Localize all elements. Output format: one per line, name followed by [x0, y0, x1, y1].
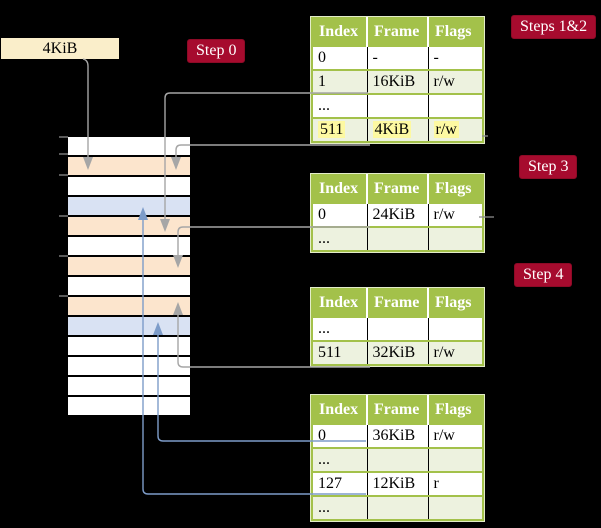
memory-row-plain: [68, 377, 190, 395]
frame-size-box: 4KiB: [1, 38, 119, 59]
table-row: 127 12KiB r: [312, 471, 483, 496]
table-row: 0 - -: [312, 45, 483, 70]
physical-memory-stack: [68, 137, 190, 417]
memory-row-plain: [68, 137, 190, 155]
column-header-index: Index: [312, 175, 367, 203]
memory-row-plain: [68, 237, 190, 255]
column-header-index: Index: [312, 289, 367, 317]
cell-flags: r: [433, 475, 439, 492]
table-row: ...: [312, 93, 483, 118]
step-label-0: Step 0: [187, 39, 246, 63]
cell-index: ...: [318, 499, 330, 516]
cell-flags: r/w: [433, 73, 455, 90]
table-row: ...: [312, 226, 483, 251]
table-row: 0 36KiB r/w: [312, 423, 483, 448]
cell-flags: -: [433, 49, 439, 66]
cell-index: 511: [318, 344, 342, 361]
cell-index: 0: [318, 49, 326, 66]
cell-index: 0: [318, 206, 326, 223]
page-table-2: Index Frame Flags 0 24KiB r/w ...: [311, 174, 484, 252]
cell-flags: r/w: [433, 121, 459, 138]
memory-row-plain: [68, 277, 190, 295]
page-table-3: Index Frame Flags ... 511 32KiB r/w: [311, 288, 484, 366]
cell-frame: 4KiB: [372, 121, 412, 138]
cell-flags: r/w: [433, 206, 455, 223]
cell-frame: 32KiB: [372, 344, 416, 361]
table-header-row: Index Frame Flags: [312, 396, 483, 424]
column-header-frame: Frame: [366, 18, 428, 46]
table-row: 0 24KiB r/w: [312, 202, 483, 227]
cell-index: ...: [318, 97, 330, 114]
memory-row-peach: [68, 157, 190, 175]
cell-index: ...: [318, 451, 330, 468]
table-row: ...: [312, 447, 483, 472]
column-header-frame: Frame: [366, 289, 428, 317]
page-table-1: Index Frame Flags 0 - - 1 16KiB r/w ... …: [311, 17, 484, 143]
column-header-flags: Flags: [427, 289, 483, 317]
page-table-4: Index Frame Flags 0 36KiB r/w ... 127 12…: [311, 395, 484, 521]
table-header-row: Index Frame Flags: [312, 18, 483, 46]
table-row: ...: [312, 495, 483, 520]
column-header-index: Index: [312, 18, 367, 46]
table-row: 1 16KiB r/w: [312, 69, 483, 94]
memory-row-peach: [68, 297, 190, 315]
memory-row-blue: [68, 317, 190, 335]
table-row: 511 32KiB r/w: [312, 340, 483, 365]
cell-index: ...: [318, 320, 330, 337]
table-header-row: Index Frame Flags: [312, 289, 483, 317]
memory-row-plain: [68, 357, 190, 375]
cell-frame: -: [372, 49, 378, 66]
column-header-index: Index: [312, 396, 367, 424]
cell-index: 0: [318, 427, 326, 444]
connector-t1-row511-to-frame: [171, 144, 370, 170]
cell-frame: 36KiB: [372, 427, 416, 444]
step-label-3: Step 3: [519, 155, 578, 179]
column-header-flags: Flags: [427, 175, 483, 203]
cell-index: 1: [318, 73, 326, 90]
stack-tick-marks: [59, 136, 68, 297]
table-row: ...: [312, 316, 483, 341]
step-label-4: Step 4: [514, 263, 573, 287]
step-label-1-2: Steps 1&2: [511, 15, 597, 39]
cell-index: 127: [318, 475, 342, 492]
column-header-frame: Frame: [366, 396, 428, 424]
memory-row-peach: [68, 257, 190, 275]
memory-row-plain: [68, 337, 190, 355]
cell-flags: r/w: [433, 344, 455, 361]
cell-frame: 16KiB: [372, 73, 416, 90]
cell-index: 511: [318, 121, 346, 138]
cell-frame: 12KiB: [372, 475, 416, 492]
table-row-highlighted: 511 4KiB r/w: [312, 117, 483, 142]
column-header-flags: Flags: [427, 396, 483, 424]
table-header-row: Index Frame Flags: [312, 175, 483, 203]
memory-row-plain: [68, 397, 190, 415]
cell-flags: r/w: [433, 427, 455, 444]
memory-row-blue: [68, 197, 190, 215]
memory-row-peach: [68, 217, 190, 235]
column-header-frame: Frame: [366, 175, 428, 203]
column-header-flags: Flags: [427, 18, 483, 46]
cell-index: ...: [318, 230, 330, 247]
memory-row-plain: [68, 177, 190, 195]
cell-frame: 24KiB: [372, 206, 416, 223]
frame-size-label: 4KiB: [42, 40, 78, 57]
